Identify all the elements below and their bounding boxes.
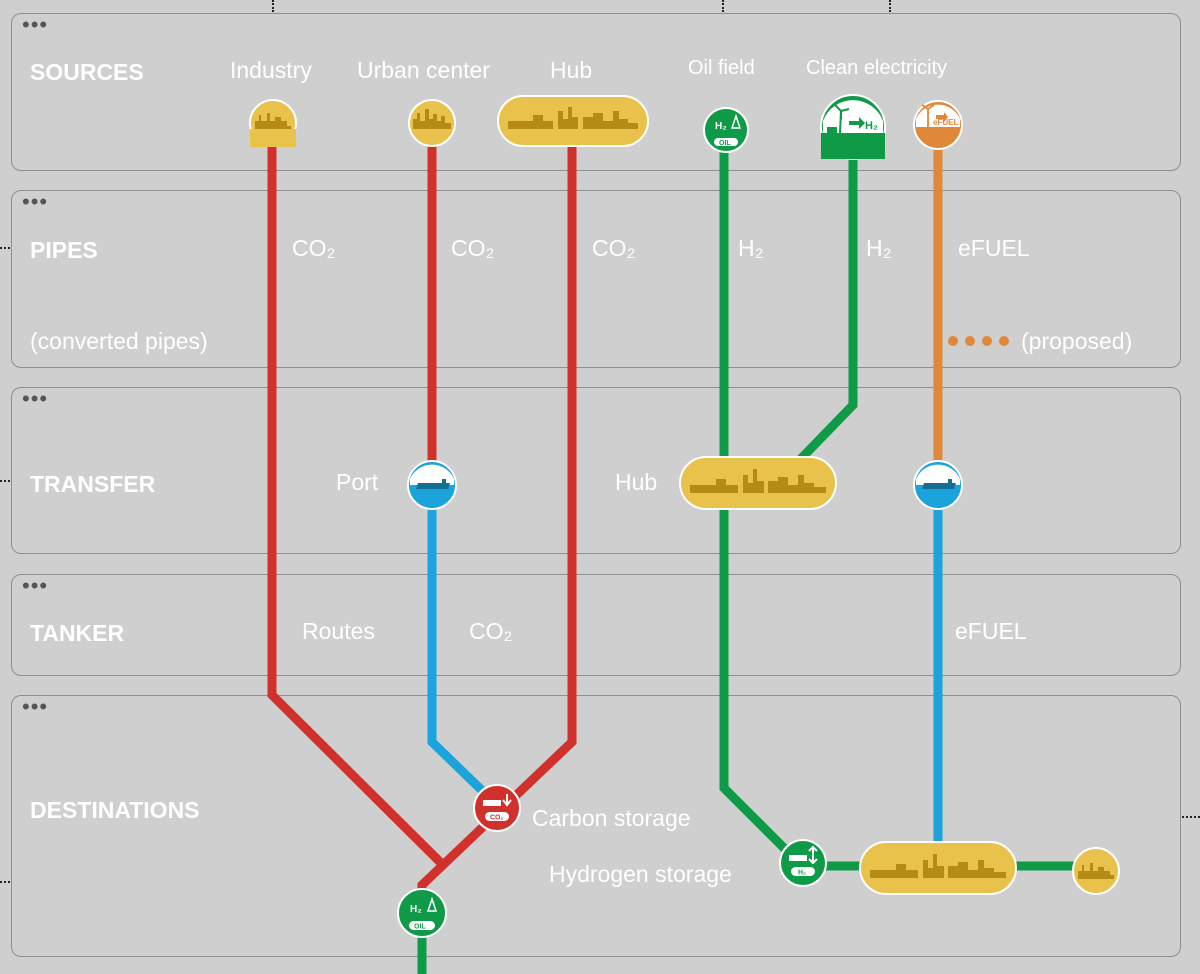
co2-line-industry [267,125,444,866]
right-connector-destinations [1182,816,1200,819]
label-hydrogen-storage: Hydrogen storage [549,861,732,887]
oil-field-destination-icon: H₂ OIL [397,888,447,938]
label-tanker-co2: CO₂ [469,618,513,644]
section-title-pipes: PIPES [30,237,98,263]
label-proposed: (proposed) [1021,328,1133,354]
label-port: Port [336,469,379,495]
oil-destination-icon-h2: H₂ [410,904,422,915]
carbon-storage-icon-co2: CO₂ [490,815,504,822]
label-pipe-efuel: eFUEL [958,235,1030,261]
section-title-sources: SOURCES [30,59,144,85]
label-oil-field: Oil field [688,57,755,79]
port-ship-icon [407,460,457,510]
proposed-dots [948,336,1009,346]
label-urban-center: Urban center [357,57,490,83]
top-connector-2 [722,0,725,12]
efuel-port-ship-icon [913,460,963,510]
oil-field-icon-oil: OIL [719,140,731,147]
menu-dots-icon[interactable]: ••• [22,386,49,411]
label-pipe-co2-urban: CO₂ [451,235,495,261]
label-pipe-co2-hub: CO₂ [592,235,636,261]
menu-dots-icon[interactable]: ••• [22,694,49,719]
oil-field-icon-h2: H₂ [715,121,727,132]
menu-dots-icon[interactable]: ••• [22,189,49,214]
carbon-storage-icon: CO₂ [473,784,521,832]
hydrogen-storage-icon-h2: H₂ [798,870,806,877]
label-routes: Routes [302,618,375,644]
label-carbon-storage: Carbon storage [532,805,691,831]
panel-destinations: ••• DESTINATIONS [11,695,1181,957]
urban-center-icon [408,99,456,147]
section-title-tanker: TANKER [30,620,125,646]
label-pipe-co2-industry: CO₂ [292,235,336,261]
label-clean-electricity: Clean electricity [806,57,948,79]
label-pipe-h2-oilfield: H₂ [738,235,764,261]
industry-icon [249,99,297,147]
label-hub-source: Hub [550,57,593,83]
hub-source-icon [497,95,649,147]
top-connector-1 [272,0,275,12]
left-connector-transfer [0,480,10,483]
oil-field-icon: H₂ OIL [703,107,749,153]
section-title-transfer: TRANSFER [30,471,156,497]
panel-transfer: ••• TRANSFER [11,387,1181,554]
label-pipe-h2-clean: H₂ [866,235,892,261]
industry-destination-icon [1072,847,1120,895]
tanker-line-co2 [427,485,501,809]
hub-destination-icon [859,841,1017,895]
left-connector-pipes [0,247,10,250]
section-title-destinations: DESTINATIONS [30,797,200,823]
label-hub-transfer: Hub [615,469,658,495]
oil-destination-icon-oil: OIL [414,924,426,931]
h2-line-clean-electricity [786,125,858,474]
label-industry: Industry [230,57,312,83]
label-tanker-efuel: eFUEL [955,618,1027,644]
menu-dots-icon[interactable]: ••• [22,573,49,598]
top-connector-3 [889,0,892,12]
label-converted-pipes: (converted pipes) [30,328,208,354]
efuel-source-icon: eFUEL [913,100,963,150]
hub-transfer-icon [679,456,837,510]
hydrogen-storage-icon: H₂ [779,839,827,887]
panel-tanker: ••• TANKER [11,574,1181,676]
efuel-icon-text: eFUEL [933,118,958,127]
menu-dots-icon[interactable]: ••• [22,12,49,37]
left-connector-destinations [0,881,10,884]
clean-electricity-icon: H₂ [820,94,886,160]
clean-electricity-icon-h2: H₂ [865,120,878,132]
